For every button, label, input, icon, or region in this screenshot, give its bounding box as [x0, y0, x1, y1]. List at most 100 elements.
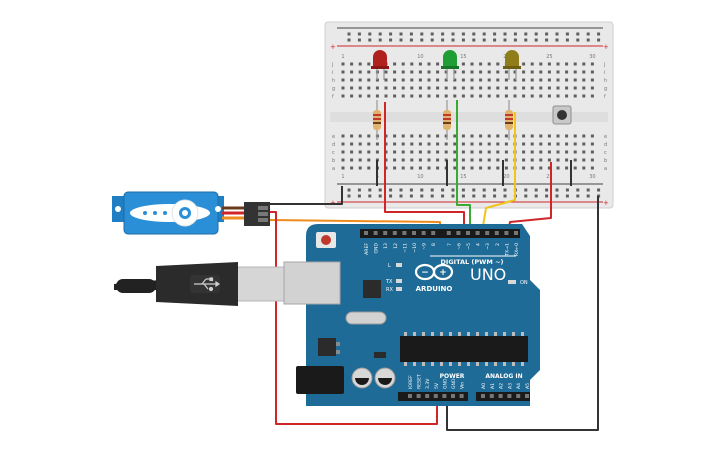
chip-pin [458, 362, 461, 366]
breadboard-hole [410, 62, 414, 66]
breadboard-hole [461, 150, 465, 154]
digital-pin-holes [364, 231, 518, 235]
rail-hole [482, 188, 486, 192]
breadboard-hole [496, 134, 500, 138]
breadboard-hole [590, 142, 594, 146]
rail-hole [430, 194, 434, 198]
breadboard-hole [470, 94, 474, 98]
digital-pin-label: ~10 [412, 243, 418, 253]
breadboard-hole [350, 70, 354, 74]
breadboard-hole [590, 150, 594, 154]
led-tx-label: TX [385, 279, 393, 285]
breadboard-hole [384, 86, 388, 90]
breadboard-hole [418, 86, 422, 90]
breadboard-hole [582, 166, 586, 170]
breadboard-hole [461, 94, 465, 98]
rail-hole [503, 38, 507, 42]
chip-pin [485, 332, 488, 336]
breadboard-hole [393, 70, 397, 74]
rail-hole [565, 38, 569, 42]
row-letter: f [604, 94, 606, 100]
resistor-3 [505, 100, 513, 140]
breadboard-hole [547, 142, 551, 146]
usb-port [283, 261, 341, 305]
breadboard-hole [582, 158, 586, 162]
breadboard-hole [539, 70, 543, 74]
digital-pin-label: ~6 [456, 243, 462, 250]
digital-pin-label: 7 [447, 243, 453, 246]
breadboard-hole [573, 62, 577, 66]
rail-hole [399, 38, 403, 42]
breadboard-hole [350, 134, 354, 138]
usb-icon [194, 277, 221, 292]
breadboard-hole [504, 86, 508, 90]
breadboard-labels: 115510101515202025253030jjiihhggffeeddcc… [331, 54, 607, 180]
rail-plus-bottom-right: + [603, 199, 609, 207]
breadboard-hole [487, 86, 491, 90]
breadboard-hole [513, 86, 517, 90]
breadboard-hole [341, 134, 345, 138]
pushbutton[interactable] [552, 105, 572, 125]
digital-pin-hole [421, 231, 426, 235]
rail-hole [576, 188, 580, 192]
power-pin-hole [442, 394, 447, 398]
chip-pin [404, 362, 407, 366]
digital-pin-hole [402, 231, 407, 235]
row-letter: e [604, 134, 607, 140]
digital-header [360, 229, 520, 238]
breadboard-hole [367, 142, 371, 146]
breadboard-hole [496, 158, 500, 162]
breadboard-hole [487, 158, 491, 162]
analog-label: ANALOG IN [485, 373, 522, 380]
breadboard-hole [401, 166, 405, 170]
rail-hole [441, 188, 445, 192]
digital-pin-hole [392, 231, 397, 235]
breadboard-hole [418, 150, 422, 154]
breadboard-hole [590, 86, 594, 90]
breadboard-hole [547, 134, 551, 138]
rail-hole [461, 194, 465, 198]
usb-chip [363, 280, 381, 298]
digital-pin-label: 4 [476, 243, 482, 246]
breadboard-hole [393, 158, 397, 162]
rail-hole [472, 188, 476, 192]
wire-black-gnd-top [270, 186, 343, 205]
breadboard-hole [470, 86, 474, 90]
analog-pin-label: A5 [525, 383, 531, 389]
breadboard-hole [341, 166, 345, 170]
breadboard-hole [401, 150, 405, 154]
breadboard-hole [393, 142, 397, 146]
breadboard-hole [470, 134, 474, 138]
rail-hole [534, 32, 538, 36]
breadboard-hole [479, 166, 483, 170]
breadboard-hole [401, 158, 405, 162]
breadboard-hole [358, 78, 362, 82]
breadboard-hole [556, 62, 560, 66]
rail-hole [555, 38, 559, 42]
breadboard-hole [358, 158, 362, 162]
rail-plus-top: + [330, 43, 336, 51]
breadboard-hole [565, 142, 569, 146]
rail-hole [597, 32, 601, 36]
breadboard-hole [436, 78, 440, 82]
breadboard-hole [513, 70, 517, 74]
column-number: 25 [546, 54, 552, 60]
breadboard-hole [401, 142, 405, 146]
digital-pin-label: 13 [383, 243, 389, 249]
column-number: 10 [417, 54, 423, 60]
rail-hole [597, 188, 601, 192]
rail-hole [555, 188, 559, 192]
breadboard-hole [565, 78, 569, 82]
led-yellow [503, 50, 521, 80]
breadboard-hole [427, 94, 431, 98]
row-letter: a [604, 166, 607, 172]
row-letter: b [332, 158, 335, 164]
breadboard-hole [582, 94, 586, 98]
row-letter: a [332, 166, 335, 172]
breadboard-hole [436, 70, 440, 74]
breadboard-hole [410, 94, 414, 98]
breadboard-hole [522, 70, 526, 74]
chip-pin [485, 362, 488, 366]
led-red [371, 50, 389, 80]
